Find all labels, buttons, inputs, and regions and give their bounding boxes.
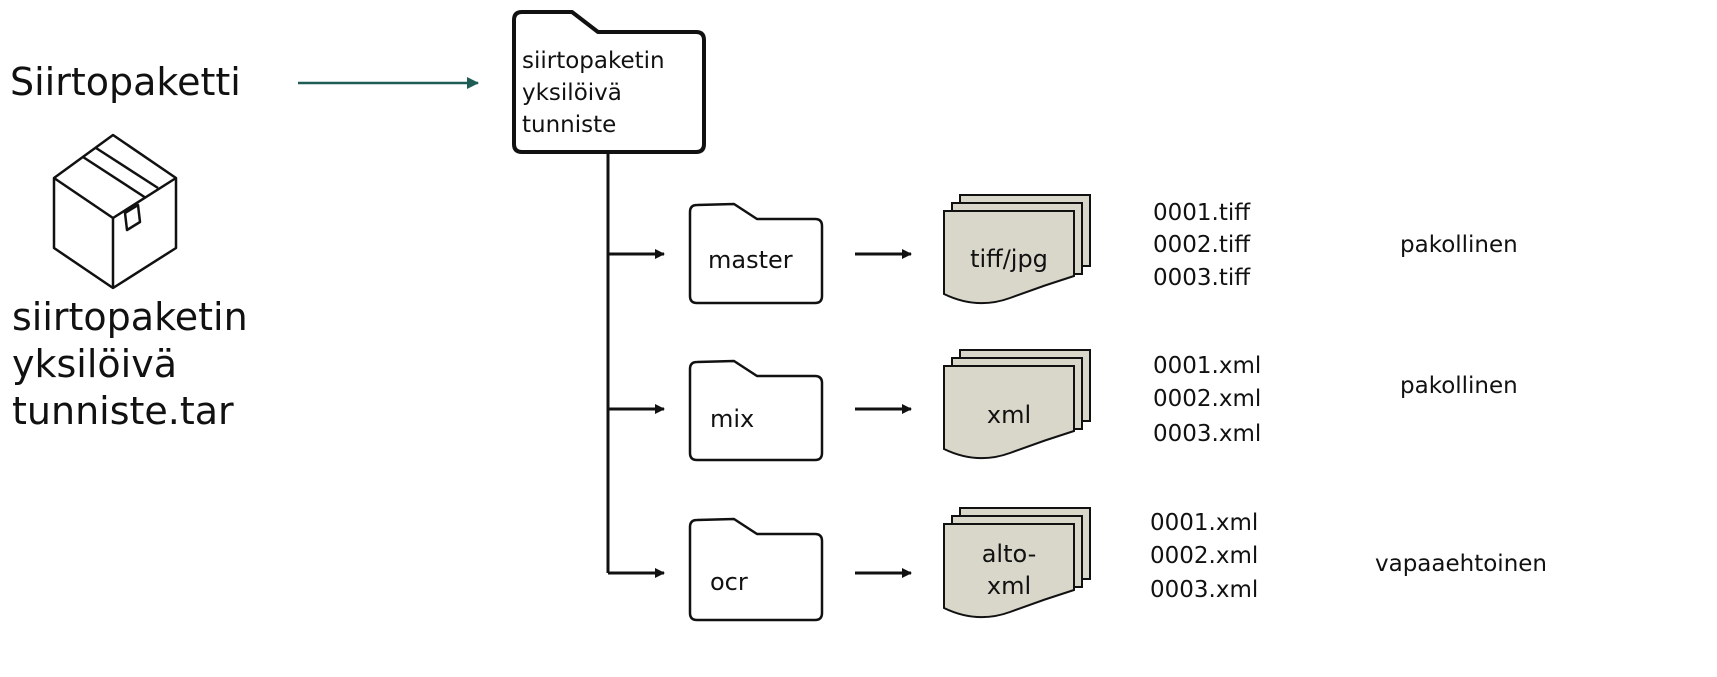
row-mix: mix xml 0001.xml 0002.xml 0003.xml pakol… — [608, 349, 1518, 462]
filetype-label-master: tiff/jpg — [970, 245, 1048, 273]
folder-label-mix: mix — [710, 405, 754, 433]
folder-icon — [688, 359, 824, 462]
file-name: 0001.xml — [1153, 353, 1261, 379]
row-master: master tiff/jpg 0001.tiff 0002.tiff 0003… — [608, 194, 1518, 305]
root-folder-icon — [512, 10, 706, 154]
file-name: 0003.xml — [1153, 421, 1261, 447]
package-title: Siirtopaketti — [10, 60, 241, 104]
document-stack-icon — [943, 507, 1091, 619]
document-stack-icon — [943, 349, 1091, 460]
folder-icon — [688, 517, 824, 622]
package-box-icon — [52, 133, 178, 290]
root-folder-label-line-3: tunniste — [522, 112, 616, 138]
file-name: 0003.tiff — [1153, 265, 1251, 291]
row-ocr: ocr alto- xml 0001.xml 0002.xml 0003.xml… — [608, 507, 1547, 622]
file-name: 0002.xml — [1153, 386, 1261, 412]
package-filename-line-2: yksilöivä — [12, 342, 177, 386]
file-name: 0002.xml — [1150, 543, 1258, 569]
filetype-label-mix: xml — [987, 401, 1031, 429]
filetype-label-ocr-line-2: xml — [987, 572, 1031, 600]
status-label-master: pakollinen — [1400, 232, 1518, 258]
root-folder-label-line-1: siirtopaketin — [522, 48, 665, 74]
folder-label-ocr: ocr — [710, 568, 748, 596]
package-filename-line-3: tunniste.tar — [12, 389, 234, 433]
file-name: 0003.xml — [1150, 577, 1258, 603]
folder-icon — [688, 202, 824, 305]
status-label-ocr: vapaaehtoinen — [1375, 551, 1547, 577]
status-label-mix: pakollinen — [1400, 373, 1518, 399]
file-name: 0001.xml — [1150, 510, 1258, 536]
folder-label-master: master — [708, 246, 793, 274]
filetype-label-ocr-line-1: alto- — [982, 540, 1037, 568]
root-folder-label-line-2: yksilöivä — [522, 80, 622, 106]
document-stack-icon — [943, 194, 1091, 305]
file-name: 0001.tiff — [1153, 200, 1251, 226]
file-name: 0002.tiff — [1153, 232, 1251, 258]
package-filename-line-1: siirtopaketin — [12, 295, 248, 339]
